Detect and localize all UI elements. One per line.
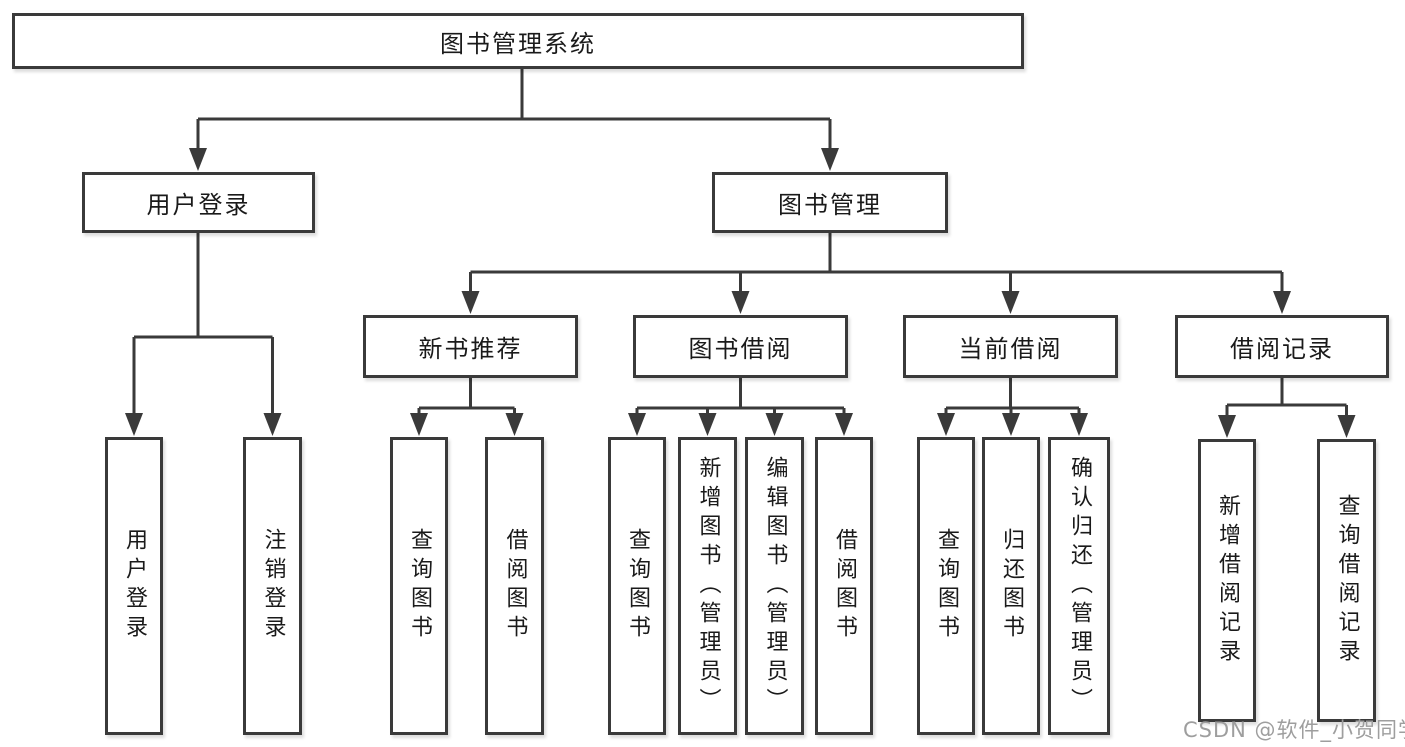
leaf-user-login: 用户登录 — [105, 437, 163, 735]
node-book-borrow: 图书借阅 — [633, 315, 848, 378]
node-borrow-record: 借阅记录 — [1175, 315, 1389, 378]
leaf-borrow-books-recommend: 借阅图书 — [485, 437, 544, 735]
leaf-logout: 注销登录 — [243, 437, 302, 735]
leaf-add-books-admin: 新增图书（管理员） — [678, 437, 737, 735]
node-root-library-management-system: 图书管理系统 — [12, 13, 1024, 69]
leaf-edit-books-admin: 编辑图书（管理员） — [745, 437, 804, 735]
leaf-confirm-return-admin: 确认归还（管理员） — [1048, 437, 1110, 735]
node-new-book-recommend: 新书推荐 — [363, 315, 578, 378]
node-user-login: 用户登录 — [82, 172, 315, 233]
leaf-add-borrow-record: 新增借阅记录 — [1198, 439, 1256, 722]
leaf-query-books-borrow: 查询图书 — [608, 437, 666, 735]
leaf-query-books-recommend: 查询图书 — [390, 437, 448, 735]
node-current-borrow: 当前借阅 — [903, 315, 1118, 378]
node-book-management: 图书管理 — [712, 172, 948, 233]
leaf-return-books: 归还图书 — [982, 437, 1040, 735]
leaf-borrow-books: 借阅图书 — [815, 437, 873, 735]
csdn-watermark: CSDN @软件_小贺同学 — [1183, 718, 1405, 742]
leaf-query-books-current: 查询图书 — [917, 437, 975, 735]
leaf-query-borrow-record: 查询借阅记录 — [1317, 439, 1376, 722]
